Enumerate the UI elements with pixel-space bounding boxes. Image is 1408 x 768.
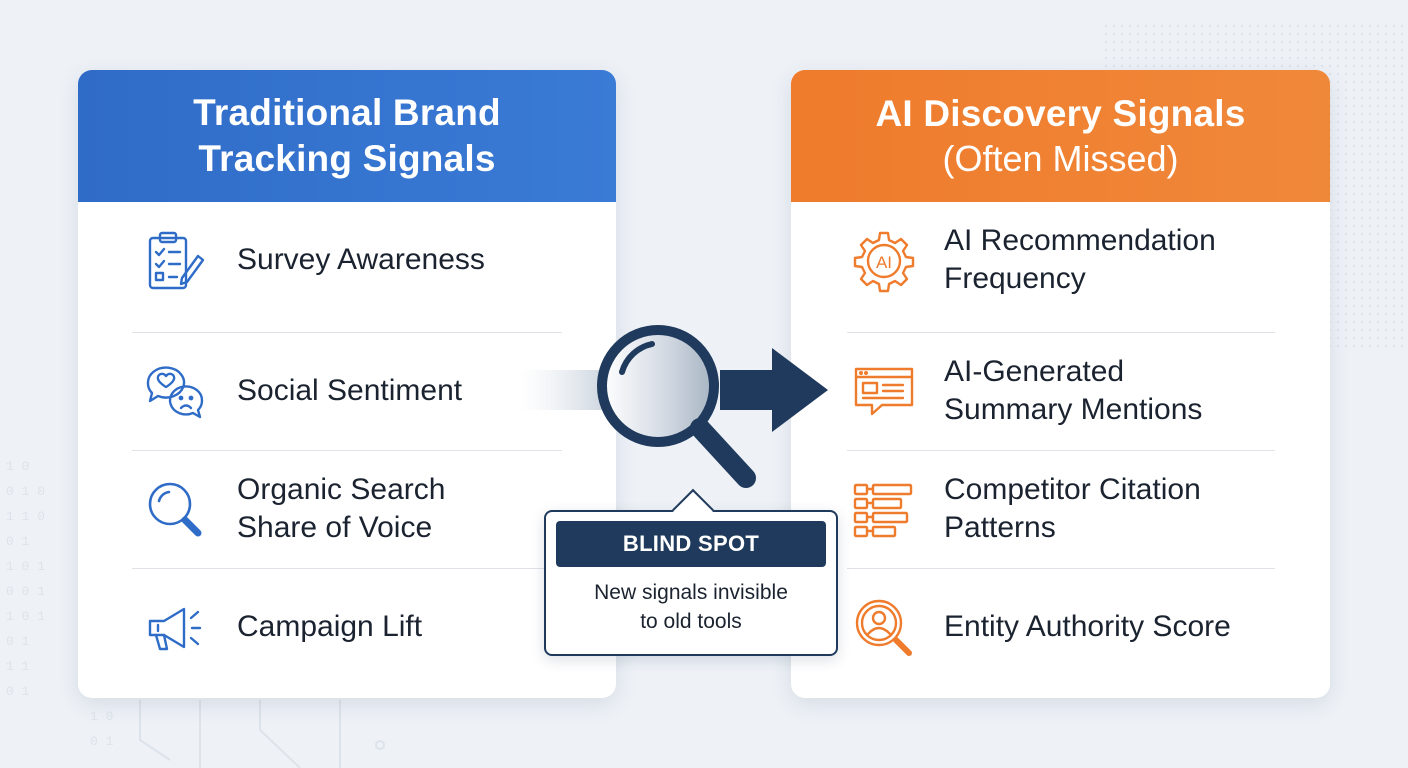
blind-spot-description: New signals invisible to old tools — [554, 578, 828, 636]
list-item-ai-summary: AI-Generated Summary Mentions — [791, 333, 1330, 450]
organic-search-line1: Organic Search — [237, 473, 446, 506]
campaign-lift-label: Campaign Lift — [237, 610, 423, 643]
ai-discovery-header: AI Discovery Signals (Often Missed) — [791, 70, 1330, 202]
svg-text:1 0 1: 1 0 1 — [6, 609, 45, 624]
traditional-signals-card: Traditional Brand Tracking Signals Surve… — [78, 70, 616, 698]
divider — [132, 568, 562, 569]
megaphone-icon — [148, 607, 202, 650]
survey-awareness-label: Survey Awareness — [237, 243, 485, 276]
list-item-competitor-citation: Competitor Citation Patterns — [791, 451, 1330, 568]
divider — [847, 450, 1275, 451]
svg-text:1 0: 1 0 — [6, 459, 29, 474]
survey-checklist-icon — [148, 231, 205, 289]
svg-text:1 1: 1 1 — [6, 659, 30, 674]
ai-title-line1: AI Discovery Signals — [875, 93, 1246, 134]
entity-authority-icon — [855, 599, 912, 656]
social-sentiment-icon — [146, 365, 204, 418]
svg-text:0 1 0: 0 1 0 — [6, 484, 45, 499]
competitor-citation-line1: Competitor Citation — [944, 473, 1201, 506]
search-magnifier-icon — [148, 482, 202, 536]
blind-spot-line2: to old tools — [640, 610, 742, 633]
ai-title-line2: (Often Missed) — [942, 138, 1179, 179]
svg-text:0 1: 0 1 — [6, 634, 30, 649]
svg-text:1 0 1: 1 0 1 — [6, 559, 45, 574]
list-item-entity-authority: Entity Authority Score — [791, 569, 1330, 686]
svg-text:1 0: 1 0 — [90, 709, 113, 724]
summary-document-icon — [854, 367, 914, 415]
ai-gear-icon: AI — [853, 231, 915, 292]
blind-spot-line1: New signals invisible — [594, 581, 788, 604]
svg-text:0 0 1: 0 0 1 — [6, 584, 45, 599]
list-item-social-sentiment: Social Sentiment — [78, 333, 616, 450]
divider — [132, 332, 562, 333]
svg-text:0 1: 0 1 — [90, 734, 114, 749]
ai-summary-label: AI-Generated Summary Mentions — [944, 353, 1202, 429]
citation-pattern-icon — [853, 483, 913, 537]
ai-summary-line2: Summary Mentions — [944, 393, 1203, 426]
svg-text:1 1 0: 1 1 0 — [6, 509, 45, 524]
svg-text:0 1: 0 1 — [6, 534, 30, 549]
blind-spot-title: BLIND SPOT — [556, 521, 826, 567]
ai-recommendation-line1: AI Recommendation — [944, 224, 1216, 257]
organic-search-line2: Share of Voice — [237, 511, 433, 544]
entity-authority-label: Entity Authority Score — [944, 610, 1231, 643]
organic-search-label: Organic Search Share of Voice — [237, 471, 445, 547]
list-item-campaign-lift: Campaign Lift — [78, 569, 616, 686]
svg-text:0 1: 0 1 — [6, 684, 30, 699]
competitor-citation-label: Competitor Citation Patterns — [944, 471, 1201, 547]
list-item-ai-recommendation: AI AI Recommendation Frequency — [791, 202, 1330, 319]
list-item-organic-search: Organic Search Share of Voice — [78, 451, 616, 568]
divider — [132, 450, 562, 451]
traditional-signals-header: Traditional Brand Tracking Signals — [78, 70, 616, 202]
svg-text:AI: AI — [876, 253, 892, 272]
traditional-title-line1: Traditional Brand — [193, 92, 501, 133]
social-sentiment-label: Social Sentiment — [237, 374, 463, 407]
competitor-citation-line2: Patterns — [944, 511, 1056, 544]
divider — [847, 332, 1275, 333]
ai-discovery-card: AI Discovery Signals (Often Missed) AI A… — [791, 70, 1330, 698]
ai-recommendation-line2: Frequency — [944, 262, 1086, 295]
ai-summary-line1: AI-Generated — [944, 355, 1125, 388]
ai-recommendation-label: AI Recommendation Frequency — [944, 222, 1216, 298]
list-item-survey-awareness: Survey Awareness — [78, 202, 616, 319]
traditional-title-line2: Tracking Signals — [198, 138, 496, 179]
divider — [847, 568, 1275, 569]
blind-spot-callout: BLIND SPOT New signals invisible to old … — [544, 488, 838, 656]
